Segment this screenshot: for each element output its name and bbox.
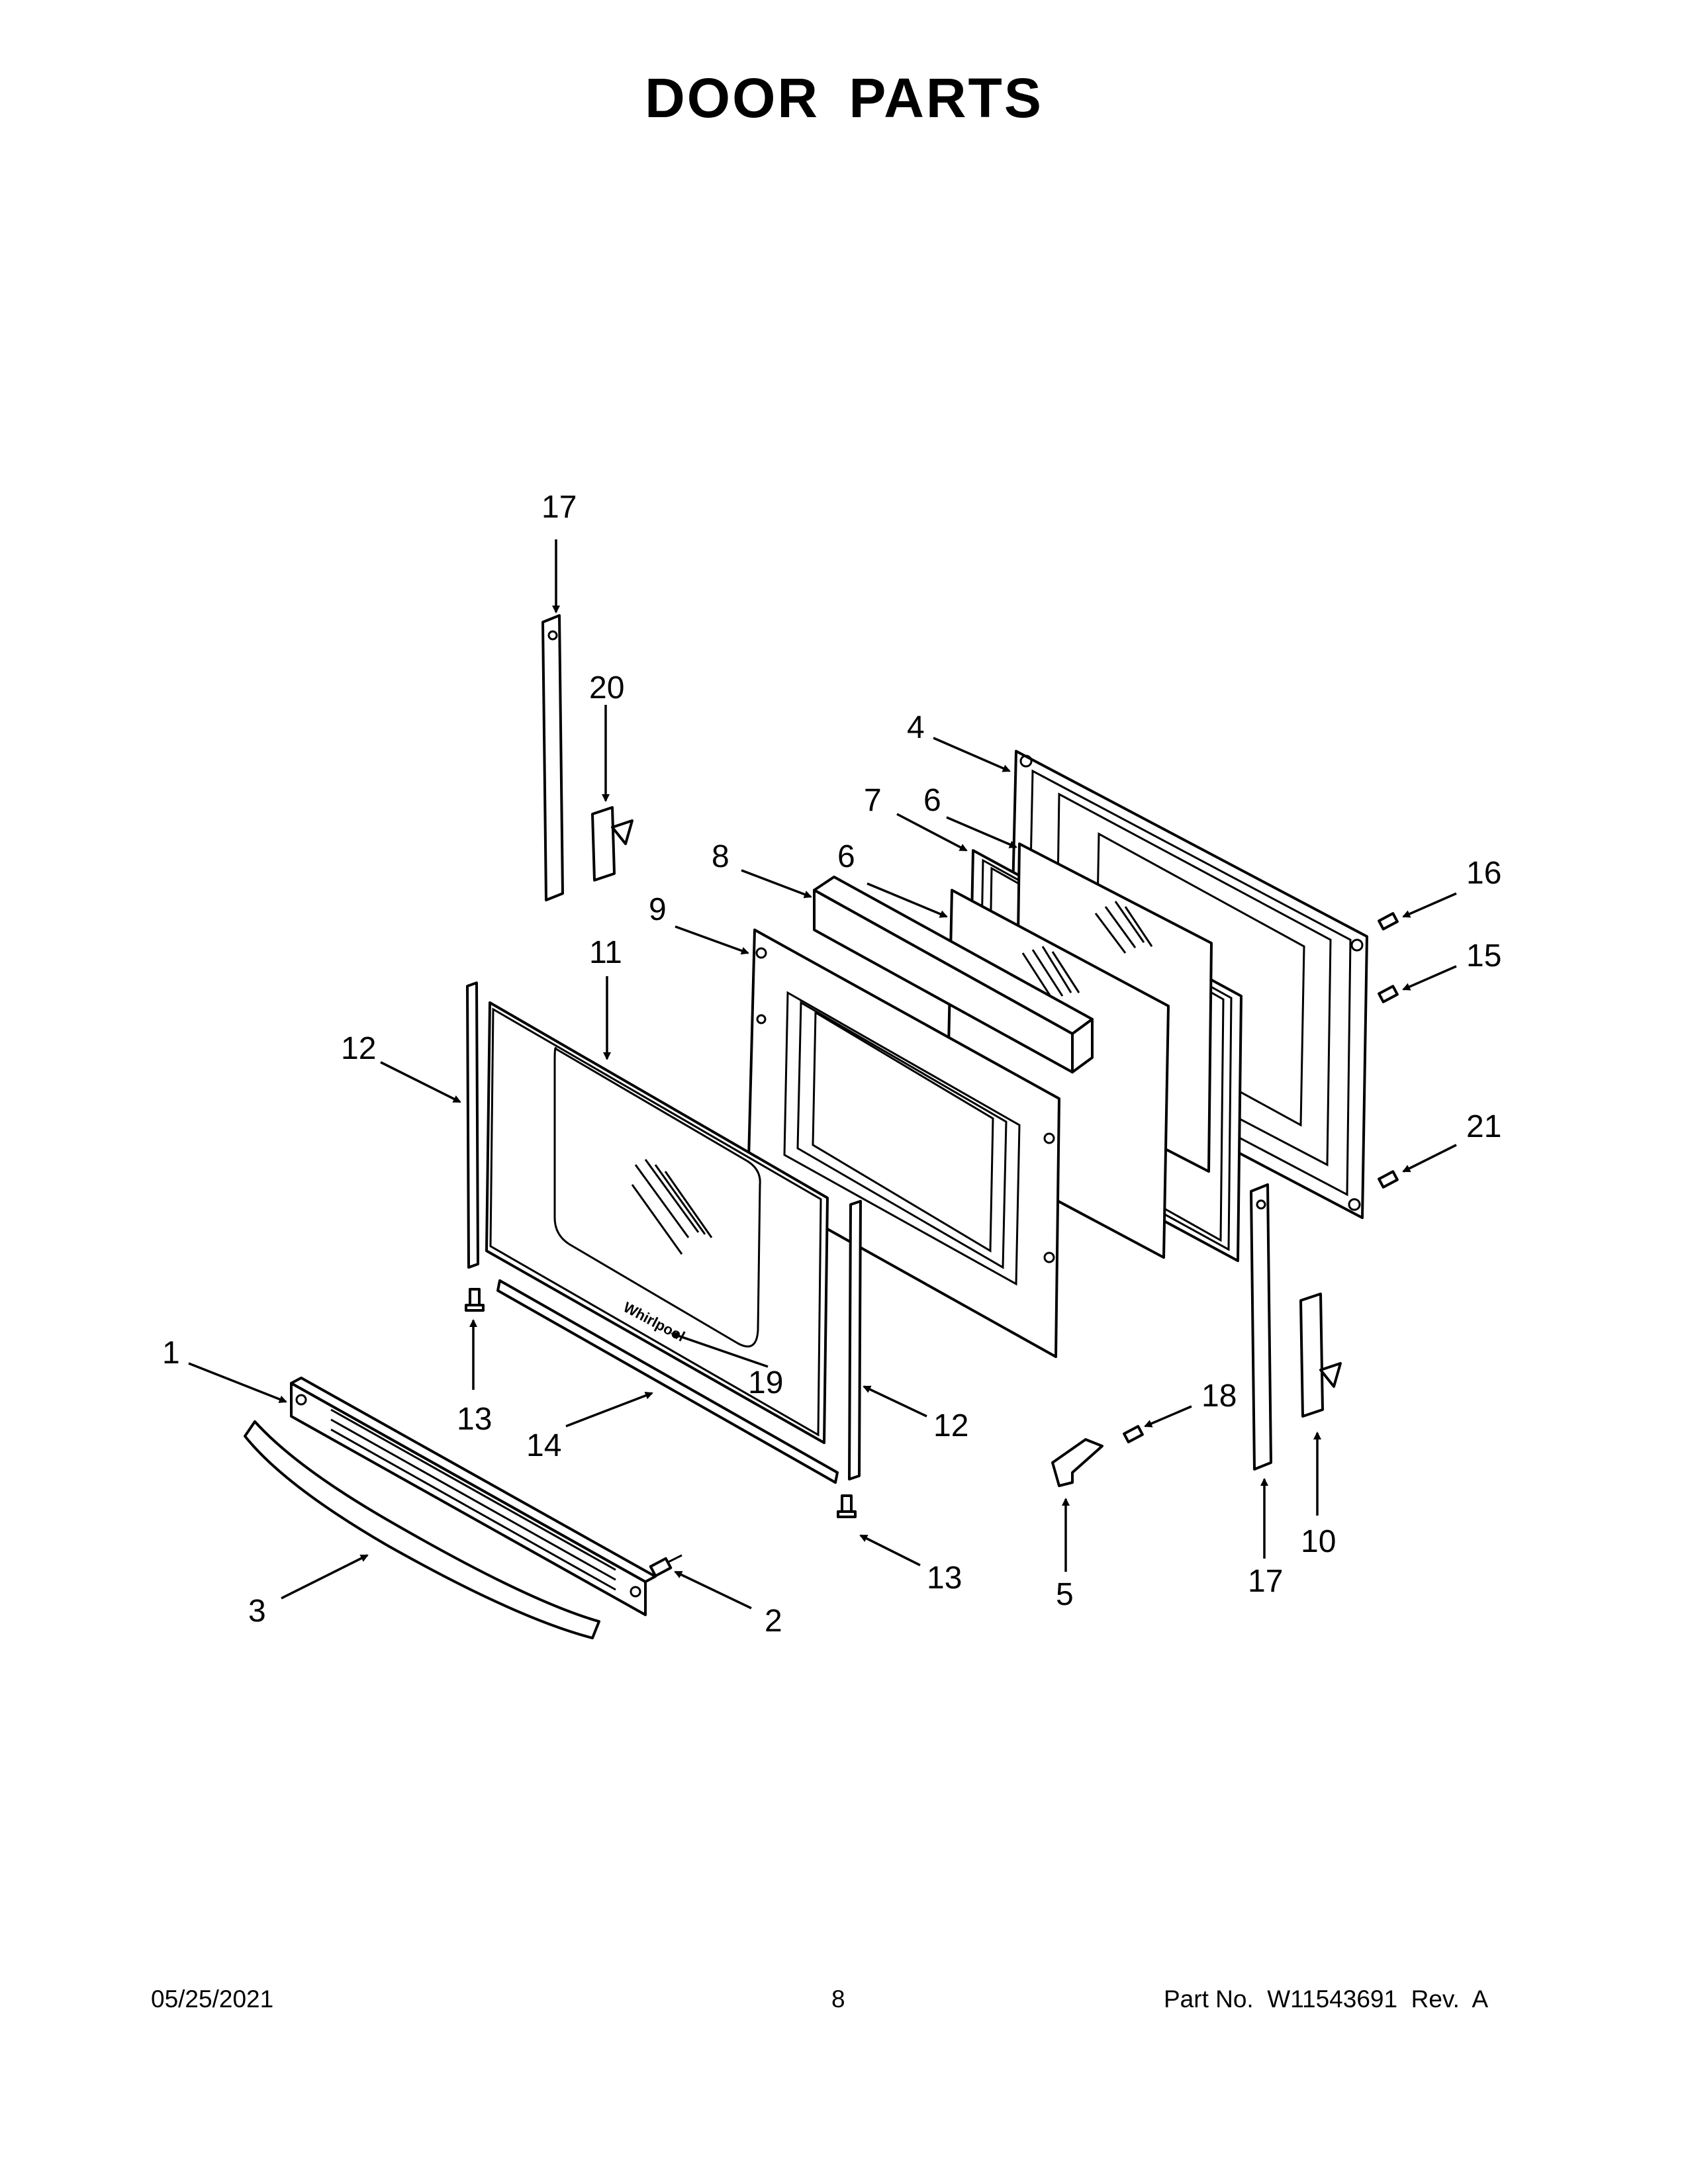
screw-16	[1378, 912, 1399, 931]
screw-left	[465, 1288, 485, 1312]
bottom-trim	[496, 1279, 839, 1484]
callout-9: 9	[649, 892, 667, 927]
hinge-receiver-right	[1299, 1293, 1342, 1418]
callout-10: 10	[1301, 1524, 1336, 1559]
hinge-receiver-left	[591, 806, 633, 882]
callout-12-right: 12	[933, 1408, 968, 1443]
leader-lines	[188, 539, 1457, 1610]
callout-19: 19	[748, 1365, 783, 1400]
hinge-left	[541, 614, 564, 901]
screw-right	[837, 1494, 857, 1518]
callout-20: 20	[589, 670, 624, 705]
footer-page-number: 8	[831, 1985, 845, 2013]
callout-17-top: 17	[541, 490, 577, 525]
callout-2: 2	[765, 1604, 782, 1639]
callout-21: 21	[1466, 1109, 1501, 1144]
callout-6-top: 6	[923, 783, 941, 818]
screw-21	[1378, 1170, 1399, 1189]
handle-screw	[649, 1554, 682, 1578]
callout-16: 16	[1466, 856, 1501, 891]
door-insulation	[813, 876, 1094, 1073]
screw-15	[1378, 985, 1399, 1003]
callout-7: 7	[864, 783, 882, 818]
footer-part-number: Part No. W11543691 Rev. A	[1164, 1985, 1489, 2013]
door-handle	[244, 1420, 600, 1639]
callout-15: 15	[1466, 938, 1501, 974]
door-bracket	[1051, 1438, 1103, 1487]
door-liner	[747, 929, 1060, 1358]
bracket-screw	[1123, 1425, 1144, 1443]
side-trim-right	[848, 1200, 862, 1480]
callout-13-right: 13	[927, 1561, 962, 1596]
callout-8: 8	[712, 839, 729, 874]
callout-5: 5	[1056, 1577, 1074, 1612]
callout-13-left: 13	[457, 1402, 492, 1437]
callout-14: 14	[526, 1428, 561, 1463]
callout-6: 6	[837, 839, 855, 874]
vent-trim	[290, 1377, 657, 1616]
side-trim-left	[466, 981, 479, 1269]
callout-3: 3	[248, 1594, 266, 1629]
callout-4: 4	[907, 710, 925, 745]
callout-12-left: 12	[341, 1031, 376, 1066]
callout-1: 1	[162, 1336, 180, 1371]
callout-18: 18	[1201, 1379, 1237, 1414]
hinge-right	[1250, 1183, 1272, 1471]
callout-labels: 17 20 4 7 6 8 6 9 11 12 1 13 14 19 12 13…	[162, 490, 1501, 1639]
page-title: DOOR PARTS	[645, 67, 1043, 129]
callout-17-bottom: 17	[1248, 1564, 1283, 1599]
callout-11: 11	[589, 935, 622, 970]
footer-date: 05/25/2021	[151, 1985, 274, 2013]
